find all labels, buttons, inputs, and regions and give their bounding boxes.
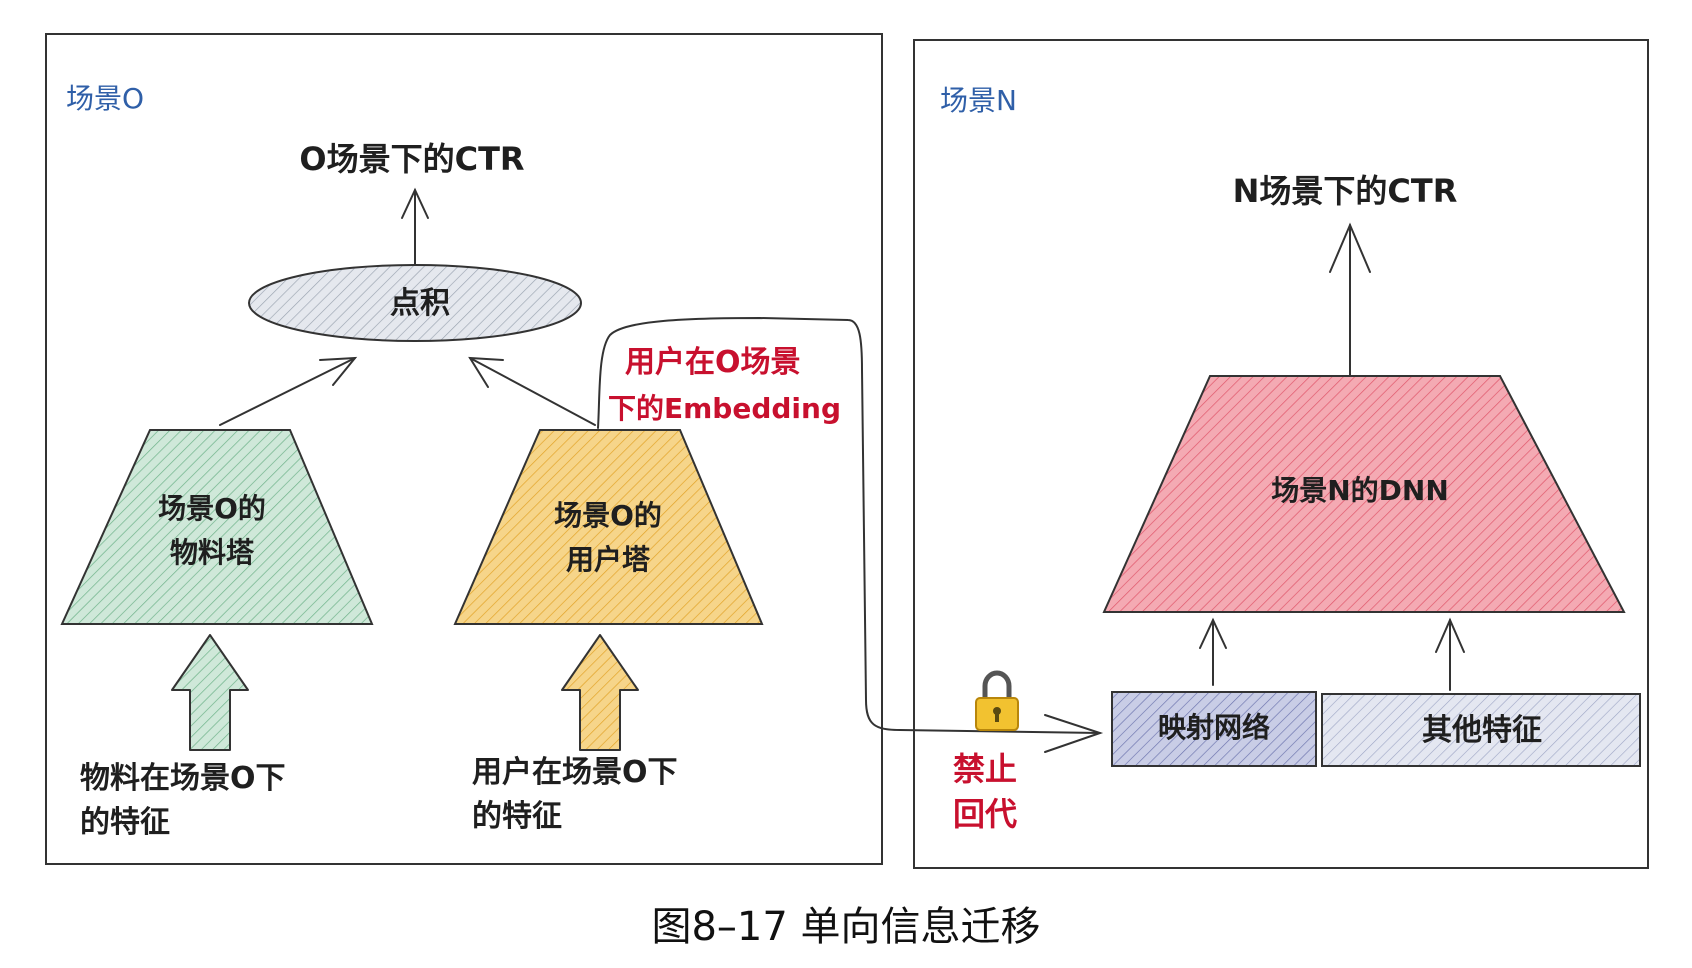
embedding-transfer-line bbox=[597, 316, 1101, 734]
item-tower-label-line2: 物料塔 bbox=[170, 536, 255, 569]
scene-o-panel: 场景O O场景下的CTR 点积 场景O的 物料塔 场景O的 用户塔 bbox=[45, 33, 883, 865]
scene-n-panel: 场景N N场景下的CTR 场景N的DNN 映射网络 其他特征 bbox=[913, 39, 1649, 869]
scene-n-dnn bbox=[1102, 375, 1626, 613]
transfer-connector: 用户在O场景 下的Embedding 禁止 回代 bbox=[597, 316, 1104, 833]
embedding-transfer-arrowhead bbox=[1044, 714, 1104, 753]
user-feature-block-arrow bbox=[561, 634, 639, 751]
mapping-network-label: 映射网络 bbox=[1158, 711, 1270, 744]
other-features-box bbox=[1321, 693, 1641, 767]
user-features-line2: 的特征 bbox=[472, 799, 562, 834]
arrow-item-to-dot bbox=[219, 356, 358, 426]
scene-o-label: 场景O bbox=[66, 82, 144, 115]
dot-product-node bbox=[248, 264, 582, 342]
dot-product-label: 点积 bbox=[390, 286, 450, 321]
scene-n-ctr-label: N场景下的CTR bbox=[1233, 172, 1458, 210]
item-tower-label-line1: 场景O的 bbox=[158, 492, 266, 525]
mapping-network-box bbox=[1111, 691, 1317, 767]
lock-icon bbox=[975, 670, 1019, 731]
user-features-line1: 用户在场景O下 bbox=[472, 755, 678, 790]
item-tower bbox=[60, 429, 374, 625]
user-tower bbox=[453, 429, 764, 625]
arrow-user-to-dot bbox=[468, 356, 596, 426]
user-tower-label-line2: 用户塔 bbox=[566, 543, 651, 576]
item-feature-block-arrow bbox=[171, 634, 249, 751]
scene-n-label: 场景N bbox=[940, 84, 1017, 117]
item-features-line1: 物料在场景O下 bbox=[80, 761, 286, 796]
other-features-label: 其他特征 bbox=[1422, 713, 1542, 748]
block-backprop-line1: 禁止 bbox=[953, 750, 1017, 788]
arrow-mapping-to-dnn bbox=[1199, 617, 1227, 686]
arrow-other-to-dnn bbox=[1435, 617, 1465, 691]
figure-caption: 图8–17 单向信息迁移 bbox=[651, 904, 1040, 950]
scene-o-ctr-label: O场景下的CTR bbox=[299, 140, 524, 178]
arrow-dot-to-ctr bbox=[401, 187, 429, 269]
embedding-label-line2: 下的Embedding bbox=[608, 392, 841, 425]
scene-n-border bbox=[913, 39, 1649, 869]
embedding-label-line1: 用户在O场景 bbox=[625, 345, 801, 380]
arrow-dnn-to-ctr bbox=[1329, 222, 1371, 377]
user-tower-label-line1: 场景O的 bbox=[554, 499, 662, 532]
scene-o-border bbox=[45, 33, 883, 865]
scene-n-dnn-label: 场景N的DNN bbox=[1271, 474, 1449, 507]
item-features-line2: 的特征 bbox=[80, 805, 170, 840]
block-backprop-line2: 回代 bbox=[953, 795, 1017, 833]
